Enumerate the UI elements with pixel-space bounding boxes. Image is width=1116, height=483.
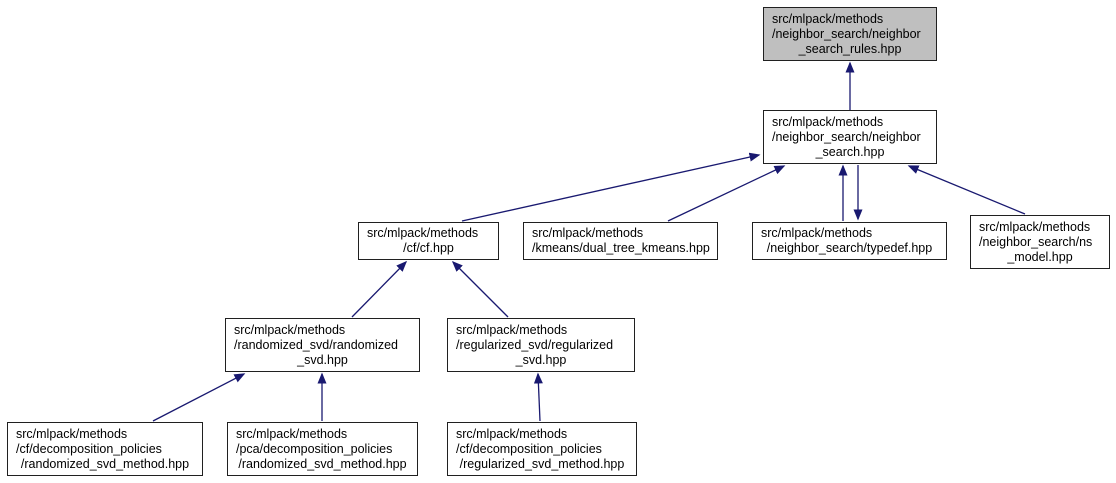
node-cf-randomized-svd-method[interactable]: src/mlpack/methods /cf/decomposition_pol…	[7, 422, 203, 476]
node-label-line: src/mlpack/methods	[979, 219, 1091, 234]
node-label-line: _search.hpp	[815, 144, 885, 159]
node-label-line: src/mlpack/methods	[234, 322, 346, 337]
edge-ns_model-search	[907, 165, 1026, 215]
edge-kmeans-search	[667, 165, 786, 222]
node-label-line: src/mlpack/methods	[772, 11, 884, 26]
node-label-line: /kmeans/dual_tree_kmeans.hpp	[532, 241, 710, 255]
node-label-line: src/mlpack/methods	[772, 114, 884, 129]
node-label-line: /regularized_svd/regularized	[456, 337, 614, 352]
edge-cf_rand-rand_svd	[152, 373, 246, 422]
edge-reg_svd-cf	[451, 260, 509, 318]
edge-cf_reg-reg_svd	[533, 372, 543, 422]
node-label-line: /neighbor_search/typedef.hpp	[766, 241, 933, 255]
node-label-line: _model.hpp	[1007, 249, 1073, 264]
node-label-line: src/mlpack/methods	[16, 426, 128, 441]
node-pca-randomized-svd-method[interactable]: src/mlpack/methods /pca/decomposition_po…	[227, 422, 418, 476]
node-label-line: /cf/cf.hpp	[403, 241, 454, 255]
node-randomized-svd[interactable]: src/mlpack/methods /randomized_svd/rando…	[225, 318, 420, 372]
edge-rand_svd-cf	[351, 260, 408, 318]
node-label-line: _svd.hpp	[297, 352, 348, 367]
node-cf-regularized-svd-method[interactable]: src/mlpack/methods /cf/decomposition_pol…	[447, 422, 637, 476]
edge-cf-search	[461, 152, 761, 222]
node-label-line: src/mlpack/methods	[761, 226, 873, 240]
node-label-line: /neighbor_search/neighbor	[772, 26, 921, 41]
node-label-line: /cf/decomposition_policies	[16, 441, 162, 456]
node-label-line: /neighbor_search/ns	[979, 234, 1093, 249]
node-label-line: /pca/decomposition_policies	[236, 441, 393, 456]
node-label-line: /randomized_svd_method.hpp	[238, 456, 407, 471]
node-label-line: src/mlpack/methods	[456, 426, 568, 441]
node-regularized-svd[interactable]: src/mlpack/methods /regularized_svd/regu…	[447, 318, 635, 372]
node-neighbor-search[interactable]: src/mlpack/methods /neighbor_search/neig…	[763, 110, 937, 164]
node-label-line: _search_rules.hpp	[798, 41, 902, 56]
node-label-line: /cf/decomposition_policies	[456, 441, 602, 456]
node-label-line: /randomized_svd/randomized	[234, 337, 398, 352]
node-label-line: src/mlpack/methods	[532, 226, 644, 240]
node-ns-model[interactable]: src/mlpack/methods /neighbor_search/ns _…	[970, 215, 1110, 269]
node-dual-tree-kmeans[interactable]: src/mlpack/methods /kmeans/dual_tree_kme…	[523, 222, 718, 260]
node-neighbor-search-rules[interactable]: src/mlpack/methods /neighbor_search/neig…	[763, 7, 937, 61]
node-label-line: src/mlpack/methods	[367, 226, 479, 240]
node-label-line: _svd.hpp	[515, 352, 567, 367]
node-neighbor-search-typedef[interactable]: src/mlpack/methods /neighbor_search/type…	[752, 222, 947, 260]
node-label-line: src/mlpack/methods	[236, 426, 348, 441]
node-label-line: /regularized_svd_method.hpp	[459, 456, 625, 471]
node-label-line: src/mlpack/methods	[456, 322, 568, 337]
node-label-line: /randomized_svd_method.hpp	[20, 456, 190, 471]
node-label-line: /neighbor_search/neighbor	[772, 129, 921, 144]
node-cf[interactable]: src/mlpack/methods /cf/cf.hpp	[358, 222, 499, 260]
